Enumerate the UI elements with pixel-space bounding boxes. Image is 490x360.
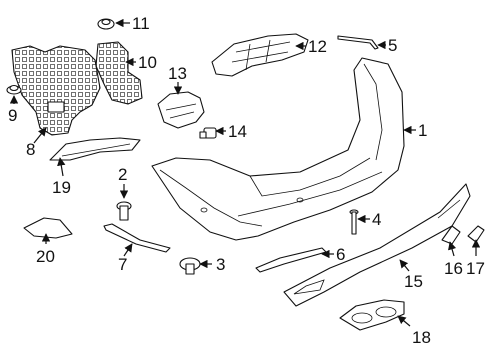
callout-11: 11 xyxy=(132,14,150,33)
callout-15: 15 xyxy=(404,272,423,291)
callout-16: 16 xyxy=(444,259,463,278)
callout-8: 8 xyxy=(26,140,35,159)
part-14-sensor xyxy=(199,127,217,139)
callout-2: 2 xyxy=(118,165,127,184)
callout-labels: 1 2 3 4 5 6 7 8 9 10 11 12 13 14 15 16 1… xyxy=(8,14,485,347)
part-1-bumper-cover xyxy=(151,57,405,241)
part-6-reflector xyxy=(255,247,327,273)
part-20-bracket xyxy=(23,217,73,239)
callout-20: 20 xyxy=(36,247,55,266)
leader-lines xyxy=(9,18,481,327)
callout-4: 4 xyxy=(372,210,381,229)
callout-19: 19 xyxy=(52,178,71,197)
part-11-clip xyxy=(97,18,115,30)
callout-5: 5 xyxy=(388,36,397,55)
part-12-absorber xyxy=(211,33,309,77)
part-15-diffuser xyxy=(283,183,471,307)
part-2-bolt xyxy=(116,201,132,221)
callout-13: 13 xyxy=(168,64,187,83)
part-3-nut xyxy=(179,257,201,275)
part-4-pin xyxy=(349,209,359,235)
callout-6: 6 xyxy=(336,245,345,264)
part-19-bracket xyxy=(49,137,141,161)
part-17-clip xyxy=(467,225,485,243)
callout-12: 12 xyxy=(308,37,327,56)
part-8-bracket xyxy=(11,45,101,136)
callout-17: 17 xyxy=(466,259,485,278)
callout-9: 9 xyxy=(8,106,17,125)
part-7-trim xyxy=(103,223,171,253)
callout-7: 7 xyxy=(118,255,127,274)
part-5-strip xyxy=(337,35,379,50)
part-13-bracket xyxy=(157,91,205,129)
part-9-nut xyxy=(6,84,22,95)
part-18-exhaust-tip xyxy=(339,299,405,331)
part-10-bracket xyxy=(95,41,143,105)
callout-14: 14 xyxy=(228,122,247,141)
callout-1: 1 xyxy=(418,121,427,140)
callout-3: 3 xyxy=(216,255,225,274)
callout-10: 10 xyxy=(138,53,157,72)
callout-18: 18 xyxy=(412,328,431,347)
